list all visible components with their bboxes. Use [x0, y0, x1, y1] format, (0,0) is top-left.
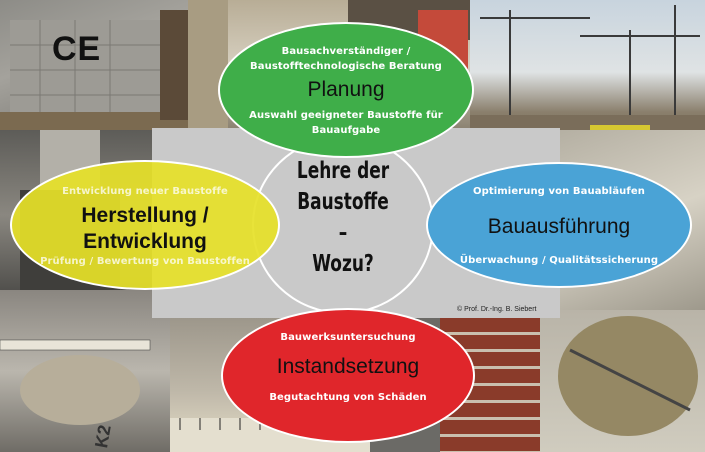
photo-concrete-blocks-pallet	[0, 0, 188, 130]
planung-bottom-line-2: Bauaufgabe	[311, 125, 381, 136]
photo-spread-test	[540, 310, 705, 452]
planung-top-line-1: Bausachverständiger /	[281, 46, 411, 57]
bauausfuehrung-title: Bauausführung	[487, 215, 631, 238]
planung-ellipse	[218, 22, 474, 158]
center-title-line-2: Baustoffe	[297, 189, 389, 215]
instandsetzung-top-line: Bauwerksuntersuchung	[280, 332, 416, 343]
herstellung-title-line-2: Entwicklung	[83, 230, 207, 253]
ce-mark: CE	[52, 30, 102, 68]
herstellung-bottom-line: Prüfung / Bewertung von Baustoffen	[40, 256, 250, 267]
center-title-line-4: Wozu?	[312, 251, 374, 277]
planung-top-line-2: Baustofftechnologische Beratung	[250, 61, 442, 72]
mortar-sample-illustration	[0, 339, 151, 425]
planung-title: Planung	[307, 78, 385, 101]
concrete-blocks-illustration	[0, 10, 188, 130]
instandsetzung-bottom-line: Begutachtung von Schäden	[269, 392, 427, 403]
center-title-line-1: Lehre der	[296, 158, 390, 184]
photo-mortar-sample	[0, 290, 170, 452]
herstellung-top-line: Entwicklung neuer Baustoffe	[62, 186, 228, 197]
instandsetzung-ellipse	[221, 308, 475, 443]
herstellung-title-line-1: Herstellung /	[81, 204, 209, 227]
instandsetzung-title: Instandsetzung	[276, 355, 420, 378]
bauausfuehrung-ellipse	[426, 162, 692, 288]
spread-test-illustration	[558, 316, 698, 436]
bauausfuehrung-bottom-line: Überwachung / Qualitätssicherung	[459, 255, 659, 266]
copyright-note: © Prof. Dr.-Ing. B. Siebert	[457, 306, 537, 313]
center-title: Lehre der Baustoffe – Wozu?	[262, 156, 424, 280]
herstellung-ellipse	[10, 160, 280, 290]
planung-bottom-line-1: Auswahl geeigneter Baustoffe für	[249, 110, 443, 121]
center-title-line-3: –	[338, 220, 348, 246]
sample-label: K2	[91, 423, 115, 450]
bauausfuehrung-top-line: Optimierung von Bauabläufen	[473, 186, 645, 197]
